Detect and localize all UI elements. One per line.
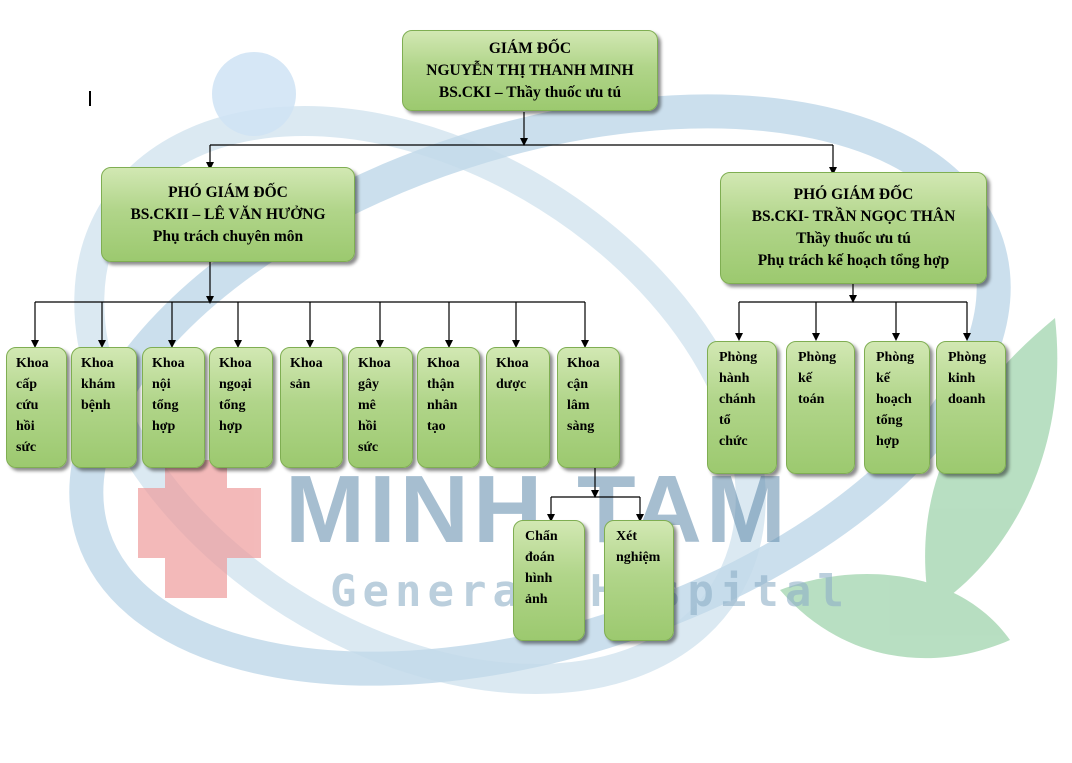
dept-label: Khoa nội tổng hợp <box>152 356 185 434</box>
admin-box-planning: Phòng kế hoạch tổng hợp <box>864 341 930 474</box>
dept-box-internal-medicine: Khoa nội tổng hợp <box>142 347 205 468</box>
dept-label: Khoa sản <box>290 356 323 392</box>
admin-label: Phòng kinh doanh <box>948 350 987 407</box>
dept-label: Khoa cấp cứu hồi sức <box>16 356 49 455</box>
deputy-right-note2: Phụ trách kế hoạch tổng hợp <box>757 252 950 269</box>
deputy-left-note: Phụ trách chuyên môn <box>152 227 304 245</box>
dept-label: Khoa dược <box>496 356 529 392</box>
dept-label: Khoa ngoại tổng hợp <box>219 356 252 434</box>
admin-label: Phòng hành chánh tổ chức <box>719 350 758 449</box>
dept-box-obstetrics: Khoa sản <box>280 347 343 468</box>
dept-label: Khoa gây mê hồi sức <box>358 356 391 455</box>
dept-label: Khoa khám bệnh <box>81 356 116 413</box>
admin-box-hr: Phòng hành chánh tổ chức <box>707 341 777 474</box>
dept-box-surgery: Khoa ngoại tổng hợp <box>209 347 273 468</box>
admin-label: Phòng kế hoạch tổng hợp <box>876 350 915 449</box>
deputy-director-right-box: PHÓ GIÁM ĐỐC BS.CKI- TRẦN NGỌC THÂN Thầy… <box>720 172 987 284</box>
dept-label: Khoa thận nhân tạo <box>427 356 460 434</box>
admin-box-business: Phòng kinh doanh <box>936 341 1006 474</box>
text-cursor <box>89 91 91 106</box>
deputy-right-note: Thầy thuốc ưu tú <box>796 230 911 247</box>
dept-box-dialysis: Khoa thận nhân tạo <box>417 347 480 468</box>
medical-cross-icon <box>138 460 261 598</box>
deputy-right-title: PHÓ GIÁM ĐỐC <box>793 186 914 203</box>
director-box: GIÁM ĐỐC NGUYỄN THỊ THANH MINH BS.CKI – … <box>402 30 658 111</box>
dept-label: Khoa cận lâm sàng <box>567 356 600 434</box>
deputy-left-name: BS.CKII – LÊ VĂN HƯỞNG <box>130 205 326 223</box>
unit-label: Chẩn đoán hình ảnh <box>525 529 558 607</box>
globe-icon <box>212 52 296 136</box>
watermark-sub-text: General Hospital <box>330 566 850 617</box>
director-name: NGUYỄN THỊ THANH MINH <box>426 61 634 79</box>
director-note: BS.CKI – Thầy thuốc ưu tú <box>438 83 622 101</box>
dept-box-outpatient: Khoa khám bệnh <box>71 347 137 468</box>
unit-box-imaging: Chẩn đoán hình ảnh <box>513 520 585 641</box>
dept-box-anesthesia: Khoa gây mê hồi sức <box>348 347 413 468</box>
deputy-right-name: BS.CKI- TRẦN NGỌC THÂN <box>751 208 956 225</box>
unit-box-laboratory: Xét nghiệm <box>604 520 674 641</box>
deputy-director-left-box: PHÓ GIÁM ĐỐC BS.CKII – LÊ VĂN HƯỞNG Phụ … <box>101 167 355 262</box>
admin-box-accounting: Phòng kế toán <box>786 341 855 474</box>
director-title: GIÁM ĐỐC <box>488 39 572 57</box>
admin-label: Phòng kế toán <box>798 350 837 407</box>
dept-box-emergency: Khoa cấp cứu hồi sức <box>6 347 67 468</box>
dept-box-pharmacy: Khoa dược <box>486 347 550 468</box>
unit-label: Xét nghiệm <box>616 529 661 565</box>
deputy-left-title: PHÓ GIÁM ĐỐC <box>168 183 288 201</box>
dept-box-paraclinical: Khoa cận lâm sàng <box>557 347 620 468</box>
